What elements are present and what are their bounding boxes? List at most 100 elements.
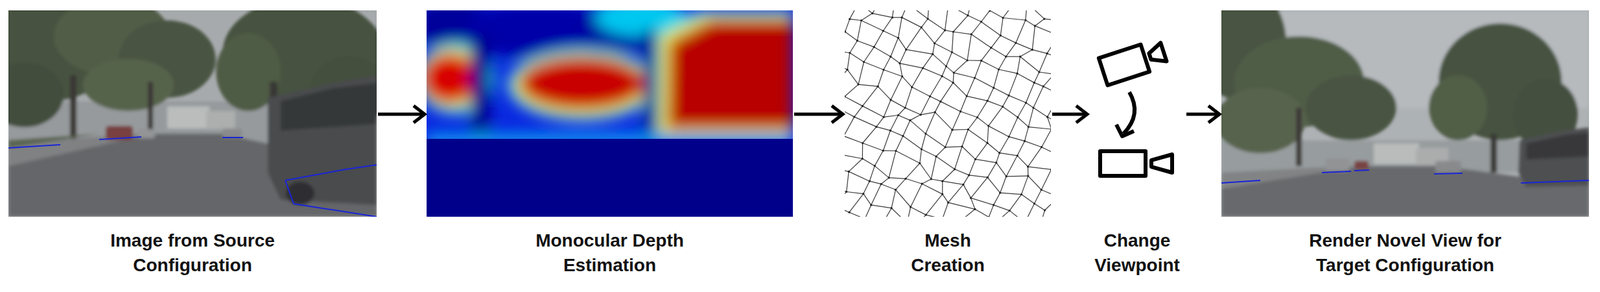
mesh-lines bbox=[1034, 82, 1044, 87]
mesh-lines bbox=[903, 136, 922, 150]
mesh-lines bbox=[888, 151, 896, 178]
mesh-lines bbox=[912, 86, 931, 96]
mesh-lines bbox=[954, 146, 963, 170]
mesh-lines bbox=[892, 16, 902, 18]
mesh-lines bbox=[996, 162, 1007, 177]
mesh-lines bbox=[864, 62, 885, 71]
mesh-lines bbox=[905, 48, 907, 51]
mesh-lines bbox=[953, 167, 956, 170]
mesh-lines bbox=[872, 10, 884, 14]
mesh-lines bbox=[844, 136, 863, 144]
mesh-lines bbox=[844, 116, 855, 137]
mesh-lines bbox=[980, 20, 983, 23]
mesh-lines bbox=[1034, 25, 1051, 36]
mesh-lines bbox=[1033, 107, 1048, 117]
mesh-lines bbox=[857, 40, 874, 48]
mesh-lines bbox=[973, 76, 976, 79]
mesh-lines bbox=[844, 69, 848, 86]
mesh-lines bbox=[942, 180, 964, 185]
mesh-lines bbox=[1008, 73, 1018, 96]
mesh-lines bbox=[1043, 208, 1046, 211]
mesh-lines bbox=[931, 53, 934, 56]
mesh-lines bbox=[871, 204, 892, 209]
flow-arrow bbox=[1186, 105, 1220, 123]
mesh-lines bbox=[854, 116, 877, 127]
mesh-lines bbox=[847, 53, 850, 71]
mesh-lines bbox=[861, 157, 864, 160]
mesh-lines bbox=[881, 177, 889, 185]
mesh-lines bbox=[997, 210, 1010, 217]
mesh-lines bbox=[847, 211, 850, 214]
pipeline-stage: Monocular Depth Estimation bbox=[426, 10, 793, 282]
camera-icon bbox=[1116, 124, 1134, 137]
mesh-lines bbox=[986, 176, 989, 179]
mesh-lines bbox=[1017, 56, 1021, 74]
mesh-lines bbox=[910, 119, 926, 134]
novel-view-photo bbox=[1221, 10, 1589, 217]
mesh-lines bbox=[1028, 175, 1042, 190]
mesh-lines bbox=[1026, 165, 1029, 168]
mesh-lines bbox=[1034, 24, 1036, 27]
mesh-lines bbox=[890, 99, 906, 108]
mesh-lines bbox=[906, 206, 911, 217]
camera-icon bbox=[1098, 38, 1173, 176]
mesh-lines bbox=[1008, 209, 1011, 212]
camera-icon bbox=[1100, 151, 1146, 176]
mesh-lines bbox=[895, 151, 920, 164]
mesh-lines bbox=[1034, 18, 1045, 26]
mesh-lines bbox=[898, 37, 907, 50]
novel-view-photo bbox=[1354, 169, 1370, 171]
mesh-lines bbox=[951, 51, 953, 54]
mesh-lines bbox=[991, 35, 1001, 48]
mesh-lines bbox=[1023, 140, 1026, 142]
mesh-lines bbox=[970, 33, 973, 36]
mesh-lines bbox=[919, 149, 922, 164]
mesh-lines bbox=[1001, 105, 1004, 108]
mesh-lines bbox=[987, 142, 1000, 153]
mesh-lines bbox=[1000, 192, 1022, 194]
mesh-lines bbox=[981, 10, 990, 22]
mesh-lines bbox=[930, 177, 933, 180]
mesh-lines bbox=[933, 42, 936, 45]
mesh-lines bbox=[977, 117, 989, 126]
mesh-lines bbox=[894, 149, 897, 152]
mesh-lines bbox=[1041, 129, 1051, 148]
mesh-lines bbox=[844, 96, 863, 107]
mesh-lines bbox=[963, 184, 972, 198]
mesh-lines bbox=[1046, 116, 1049, 118]
mesh-lines bbox=[999, 191, 1001, 194]
mesh-lines bbox=[880, 182, 883, 185]
mesh-lines bbox=[939, 100, 942, 103]
mesh-lines bbox=[844, 205, 850, 212]
arrow-head bbox=[1076, 105, 1088, 123]
mesh-lines bbox=[920, 147, 923, 150]
mesh-lines bbox=[981, 47, 992, 61]
mesh-lines bbox=[969, 197, 972, 200]
mesh-lines bbox=[930, 96, 941, 102]
source-street-photo bbox=[8, 10, 377, 217]
mesh-lines bbox=[1047, 116, 1051, 130]
mesh-lines bbox=[942, 169, 955, 181]
mesh-lines bbox=[921, 183, 943, 194]
mesh-lines bbox=[1043, 73, 1051, 87]
mesh-lines bbox=[871, 184, 882, 205]
mesh-lines bbox=[858, 62, 865, 85]
mesh-lines bbox=[962, 183, 965, 186]
camera-icon bbox=[1100, 151, 1173, 176]
mesh-lines bbox=[888, 177, 906, 179]
mesh-lines bbox=[925, 213, 928, 216]
depth-map bbox=[519, 57, 645, 109]
mesh-lines bbox=[883, 70, 903, 77]
mesh-lines bbox=[975, 158, 997, 163]
stage-label: Change Viewpoint bbox=[1089, 228, 1186, 278]
mesh-lines bbox=[1014, 42, 1017, 45]
mesh-lines bbox=[967, 129, 988, 144]
mesh-lines bbox=[992, 86, 995, 89]
mesh-lines bbox=[853, 116, 856, 118]
mesh-lines bbox=[971, 22, 981, 35]
depth-map bbox=[643, 29, 657, 147]
mesh-lines bbox=[862, 86, 878, 106]
mesh-lines bbox=[966, 95, 988, 101]
mesh-lines bbox=[941, 75, 953, 83]
mesh-lines bbox=[988, 106, 1003, 126]
